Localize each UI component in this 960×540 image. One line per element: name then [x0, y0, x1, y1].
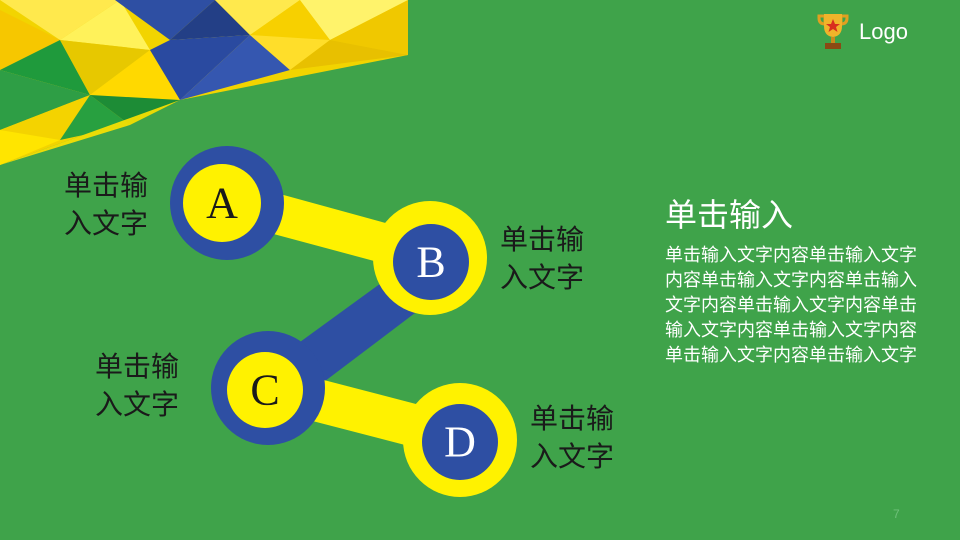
- node-a[interactable]: A: [170, 146, 284, 260]
- node-b-letter: B: [416, 238, 445, 287]
- node-c-label[interactable]: 单击输入文字: [95, 350, 180, 421]
- node-d-letter: D: [444, 418, 476, 467]
- node-d[interactable]: D: [403, 383, 517, 497]
- trophy-icon: [817, 14, 849, 49]
- node-b[interactable]: B: [373, 201, 487, 315]
- node-d-label[interactable]: 单击输入文字: [530, 402, 615, 473]
- node-a-label[interactable]: 单击输入文字: [64, 169, 149, 240]
- node-a-letter: A: [206, 179, 238, 228]
- node-c[interactable]: C: [211, 331, 325, 445]
- node-b-label[interactable]: 单击输入文字: [500, 223, 585, 294]
- content-heading[interactable]: 单击输入: [665, 196, 794, 234]
- page-number: 7: [893, 507, 900, 521]
- content-body[interactable]: 单击输入文字内容单击输入文字内容单击输入文字内容单击输入文字内容单击输入文字内容…: [665, 245, 917, 366]
- logo: Logo: [815, 12, 908, 52]
- node-c-letter: C: [250, 366, 279, 415]
- logo-text: Logo: [859, 19, 908, 44]
- decorative-corner-art: [0, 0, 408, 165]
